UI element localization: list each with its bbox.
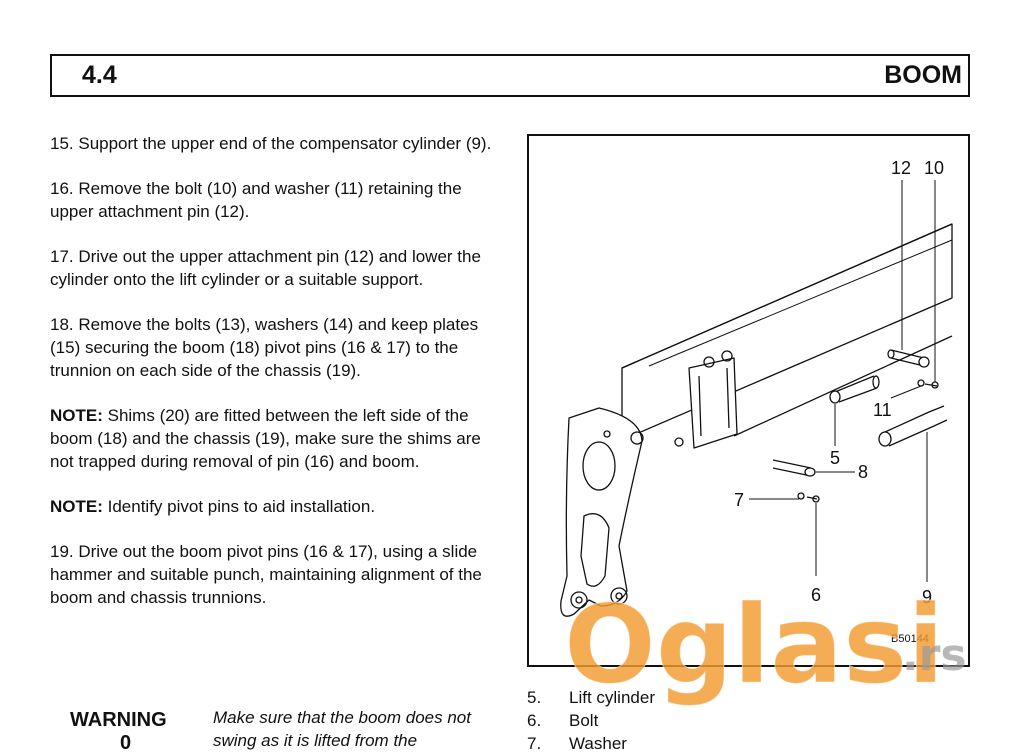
note-label: NOTE: <box>50 406 103 425</box>
boom-drawing: 12 10 11 5 8 7 6 9 B50144 <box>560 158 953 645</box>
step-19: 19. Drive out the boom pivot pins (16 & … <box>50 542 482 607</box>
note-pivot-pins: NOTE: Identify pivot pins to aid install… <box>50 497 376 516</box>
warning-block: WARNING 0 Make sure that the boom does n… <box>50 706 500 754</box>
callout-12: 12 <box>891 158 911 178</box>
pin-8 <box>772 459 812 477</box>
section-header: 4.4 BOOM <box>50 54 970 97</box>
figure-reference: B50144 <box>891 633 929 645</box>
callout-11: 11 <box>873 400 892 420</box>
callout-10: 10 <box>924 158 944 178</box>
callout-9: 9 <box>922 587 932 607</box>
pin-12 <box>890 349 925 367</box>
callout-6: 6 <box>811 585 821 605</box>
boom-head <box>560 407 643 617</box>
warning-title: WARNING <box>70 709 167 731</box>
instructions-column: 15. Support the upper end of the compens… <box>50 132 500 631</box>
section-number: 4.4 <box>82 61 117 89</box>
compensator-cylinder-9 <box>884 405 948 447</box>
callout-5: 5 <box>830 448 840 468</box>
note-shims: NOTE: Shims (20) are fitted between the … <box>50 406 481 471</box>
step-16: 16. Remove the bolt (10) and washer (11)… <box>50 179 462 221</box>
boom-flange <box>688 357 738 449</box>
pin-5 <box>834 375 878 403</box>
warning-text: Make sure that the boom does not swing a… <box>213 708 471 750</box>
section-title: BOOM <box>884 61 962 89</box>
boom-exploded-diagram: 12 10 11 5 8 7 6 9 B50144 <box>527 134 970 667</box>
step-17: 17. Drive out the upper attachment pin (… <box>50 247 481 289</box>
callout-7: 7 <box>734 490 744 510</box>
callout-8: 8 <box>858 462 868 482</box>
warning-mark: 0 <box>120 732 132 754</box>
note-label: NOTE: <box>50 497 103 516</box>
step-18: 18. Remove the bolts (13), washers (14) … <box>50 315 479 380</box>
step-15: 15. Support the upper end of the compens… <box>50 134 492 153</box>
